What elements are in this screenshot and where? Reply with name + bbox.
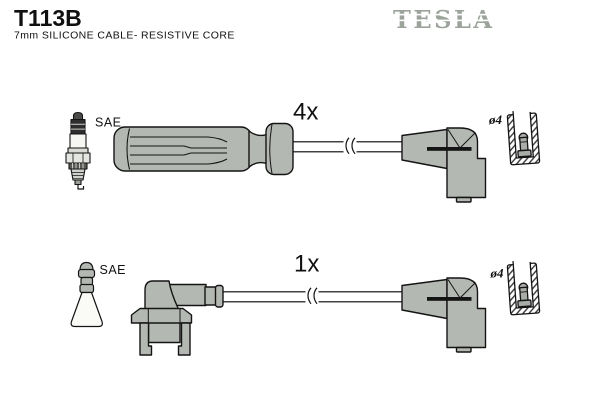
terminal-detail-row1	[506, 108, 541, 166]
sae-label-row2: SAE	[100, 263, 127, 277]
clip-band	[130, 307, 193, 324]
brand-logo: TESLA	[393, 5, 494, 34]
quantity-label-row2: 1x	[294, 251, 319, 278]
logo-stencil-stripe	[392, 19, 494, 22]
quantity-label-row1: 4x	[293, 99, 318, 126]
angled-boot-with-heat-shield-clip-icon	[130, 280, 224, 356]
distributor-boot-row2	[401, 277, 487, 353]
subtitle: 7mm SILICONE CABLE- RESISTIVE CORE	[14, 30, 235, 42]
diameter-label-row2: ø4	[490, 266, 505, 281]
logo-stencil-stripe	[392, 13, 494, 16]
part-number: T113B	[14, 5, 82, 31]
wire-break-icon	[307, 287, 318, 305]
straight-spark-plug-boot-icon	[113, 122, 294, 176]
sae-label-row1: SAE	[95, 116, 122, 130]
clip-band-creases	[147, 309, 181, 323]
diameter-label-row1: ø4	[488, 112, 503, 127]
spark-plug-side-icon	[65, 111, 91, 190]
terminal-detail-row2	[506, 258, 541, 316]
cable-wire-row2	[221, 287, 404, 305]
spark-plug-terminal-icon	[70, 261, 103, 328]
wire-break-icon	[345, 137, 356, 155]
distributor-boot-row1	[401, 127, 487, 203]
clip-right-leg	[177, 322, 191, 356]
boot-rib-lines	[126, 128, 228, 170]
cable-wire-row1	[291, 137, 405, 155]
